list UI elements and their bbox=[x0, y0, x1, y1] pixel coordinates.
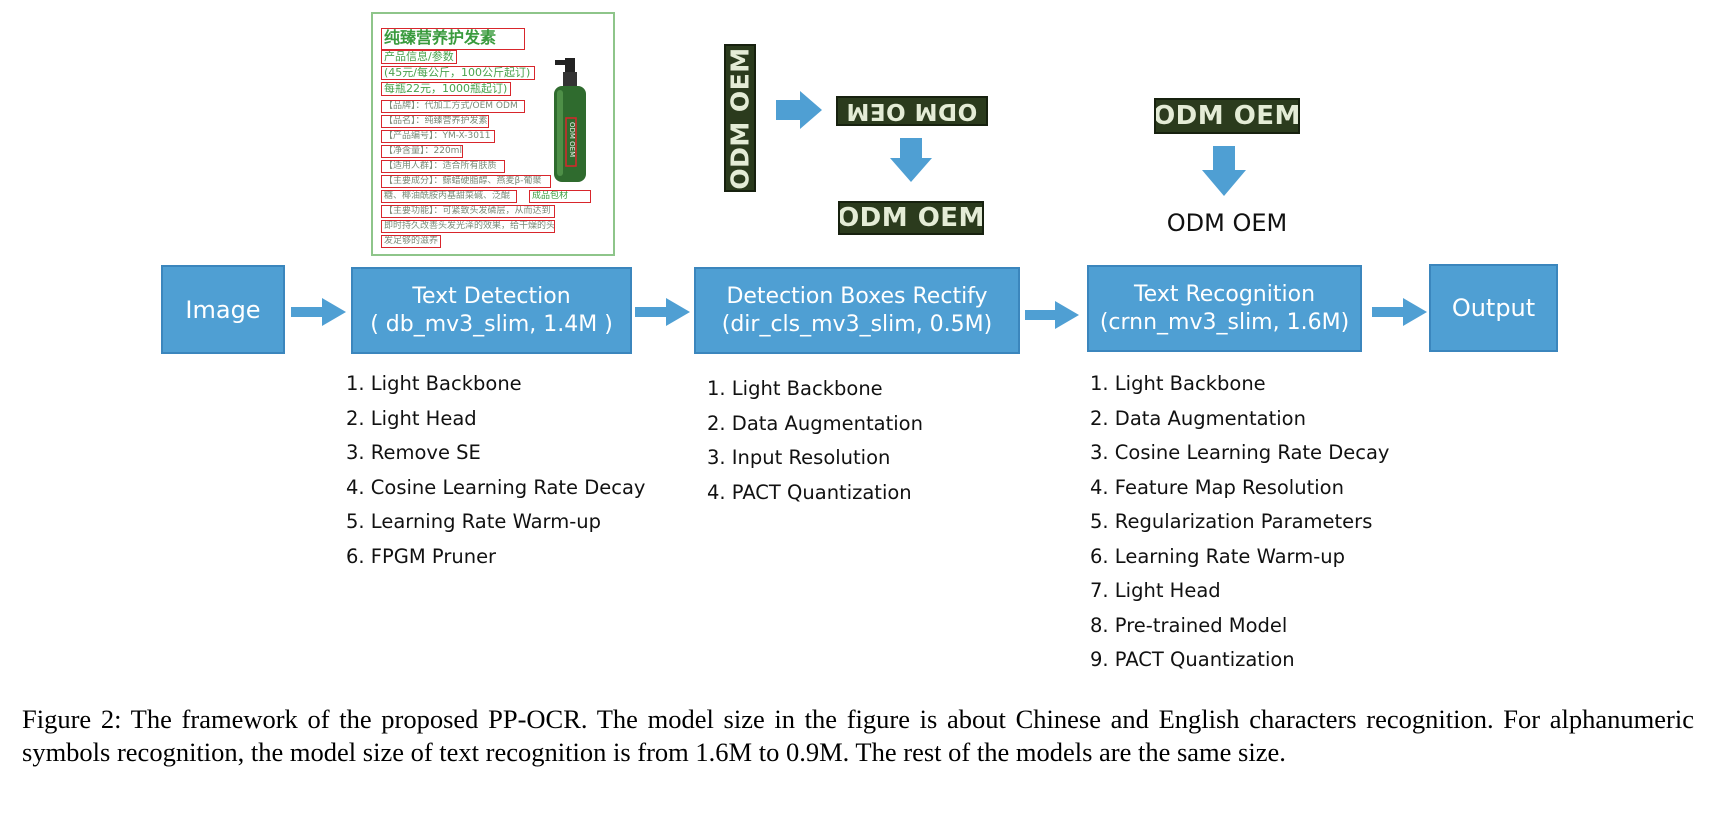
rectify-title: Detection Boxes Rectify bbox=[726, 283, 988, 309]
figure-caption: Figure 2: The framework of the proposed … bbox=[22, 704, 1694, 767]
rectify-model: (dir_cls_mv3_slim, 0.5M) bbox=[721, 311, 993, 337]
doc-line: 发足够的滋养 bbox=[381, 235, 441, 248]
list-item: 7. Light Head bbox=[1090, 579, 1221, 602]
list-item: 2. Data Augmentation bbox=[707, 411, 923, 435]
rectified-text-crop: ODM OEM bbox=[838, 201, 984, 235]
arrow-right-icon bbox=[1025, 301, 1079, 329]
bottle-icon bbox=[554, 58, 586, 182]
bottle-label: ODM OEM bbox=[568, 122, 576, 158]
doc-line: 【净含量】：220ml bbox=[381, 145, 463, 158]
list-item: 6. Learning Rate Warm-up bbox=[1090, 544, 1345, 568]
detection-strategy-list: 1. Light Backbone 2. Light Head 3. Remov… bbox=[346, 367, 645, 574]
doc-line: 即时持久改善头发光泽的效果，给干燥的头 bbox=[381, 220, 555, 233]
arrow-right-icon bbox=[776, 91, 822, 129]
sample-document-image: 纯臻营养护发素 产品信息/参数 (45元/每公斤，100公斤起订) 每瓶22元，… bbox=[371, 12, 615, 256]
arrow-right-icon bbox=[291, 298, 346, 326]
recognition-strategy-list: 1. Light Backbone 2. Data Augmentation 3… bbox=[1090, 367, 1389, 678]
output-box: Output bbox=[1429, 264, 1558, 352]
recognition-input-crop: ODM OEM bbox=[1154, 98, 1300, 134]
arrow-right-icon bbox=[635, 298, 690, 326]
rectify-strategy-list: 1. Light Backbone 2. Data Augmentation 3… bbox=[707, 372, 923, 510]
doc-line: 成品包材 bbox=[529, 190, 591, 203]
text-detection-box: Text Detection ( db_mv3_slim, 1.4M ) bbox=[351, 267, 632, 354]
text-detection-title: Text Detection bbox=[412, 283, 571, 309]
list-item: 4. Feature Map Resolution bbox=[1090, 475, 1344, 499]
doc-line: 产品信息/参数 bbox=[381, 50, 457, 64]
doc-line: 【品牌】：代加工方式/OEM ODM bbox=[381, 100, 525, 113]
doc-line: 【品名】：纯臻营养护发素 bbox=[381, 115, 489, 128]
list-item: 9. PACT Quantization bbox=[1090, 648, 1295, 671]
list-item: 1. Light Backbone bbox=[346, 372, 522, 395]
list-item: 3. Input Resolution bbox=[707, 446, 891, 469]
list-item: 6. FPGM Pruner bbox=[346, 544, 497, 568]
list-item: 4. PACT Quantization bbox=[707, 480, 912, 504]
doc-line: 纯臻营养护发素 bbox=[381, 28, 525, 50]
doc-line: 【产品编号】：YM-X-3011 bbox=[381, 130, 495, 143]
list-item: 8. Pre-trained Model bbox=[1090, 613, 1288, 637]
arrow-down-icon bbox=[1202, 146, 1246, 196]
doc-line: 糖、椰油酰胺丙基甜菜碱、泛醌 bbox=[381, 190, 517, 203]
list-item: 1. Light Backbone bbox=[1090, 372, 1266, 395]
doc-line: (45元/每公斤，100公斤起订) bbox=[381, 66, 535, 80]
rectified-crop-text: ODM OEM bbox=[838, 203, 984, 233]
doc-line: 【适用人群】：适合所有肤质 bbox=[381, 160, 505, 173]
doc-line: 【主要成分】：鲸蜡硬脂醇、燕麦β-葡聚 bbox=[381, 175, 551, 188]
image-box: Image bbox=[161, 265, 285, 354]
text-recognition-model: (crnn_mv3_slim, 1.6M) bbox=[1099, 309, 1350, 335]
recognition-input-text: ODM OEM bbox=[1154, 101, 1300, 131]
recognition-result-text: ODM OEM bbox=[1166, 209, 1288, 237]
text-detection-model: ( db_mv3_slim, 1.4M ) bbox=[370, 311, 613, 337]
arrow-down-icon bbox=[890, 138, 932, 182]
list-item: 5. Regularization Parameters bbox=[1090, 510, 1373, 533]
rectify-box: Detection Boxes Rectify (dir_cls_mv3_sli… bbox=[694, 267, 1020, 354]
doc-line: 【主要功能】：可紧致头发磷层，从而达到 bbox=[381, 205, 555, 218]
list-item: 2. Data Augmentation bbox=[1090, 406, 1306, 430]
list-item: 1. Light Backbone bbox=[707, 377, 883, 400]
list-item: 4. Cosine Learning Rate Decay bbox=[346, 475, 646, 499]
image-box-label: Image bbox=[185, 295, 261, 324]
output-box-label: Output bbox=[1451, 294, 1536, 322]
list-item: 3. Remove SE bbox=[346, 441, 481, 464]
list-item: 5. Learning Rate Warm-up bbox=[346, 510, 601, 533]
arrow-right-icon bbox=[1372, 298, 1427, 326]
vertical-text-crop: ODM OEM bbox=[724, 44, 756, 192]
flipped-text-crop: ODM OEM bbox=[836, 96, 988, 126]
arrows-layer bbox=[291, 91, 1427, 329]
list-item: 2. Light Head bbox=[346, 406, 477, 430]
text-recognition-box: Text Recognition (crnn_mv3_slim, 1.6M) bbox=[1087, 265, 1362, 352]
doc-line: 每瓶22元，1000瓶起订) bbox=[381, 82, 511, 96]
list-item: 3. Cosine Learning Rate Decay bbox=[1090, 441, 1390, 464]
text-recognition-title: Text Recognition bbox=[1133, 281, 1316, 307]
